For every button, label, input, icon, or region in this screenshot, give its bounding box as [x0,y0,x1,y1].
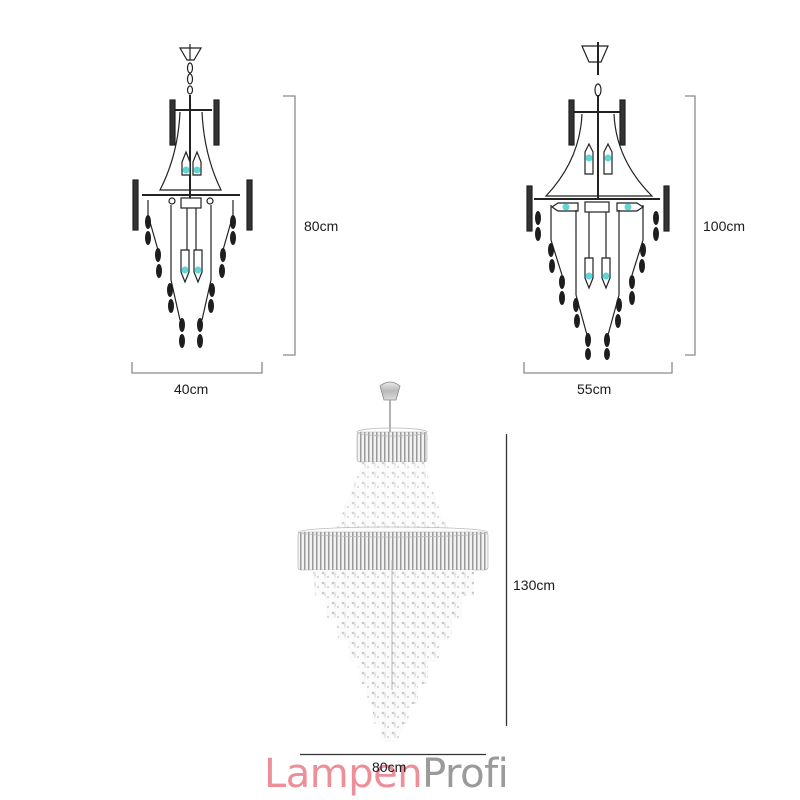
height-dimension-line-large [505,434,508,726]
height-dimension-line-medium [685,95,696,356]
watermark-part-profi: Profi [422,751,509,797]
watermark-logo: LampenProfi [264,751,509,797]
height-label-small: 80cm [304,218,339,234]
width-dimension-line-medium [523,362,673,374]
width-label-medium: 55cm [577,381,612,397]
height-label-large: 130cm [513,577,556,593]
width-label-small: 40cm [174,381,209,397]
width-dimension-line-small [131,362,263,374]
height-dimension-line-small [283,95,296,356]
watermark-part-lampen: Lampen [264,751,423,797]
width-dimension-line-large [300,753,486,756]
height-label-medium: 100cm [703,218,746,234]
width-label-large: 80cm [372,759,407,775]
